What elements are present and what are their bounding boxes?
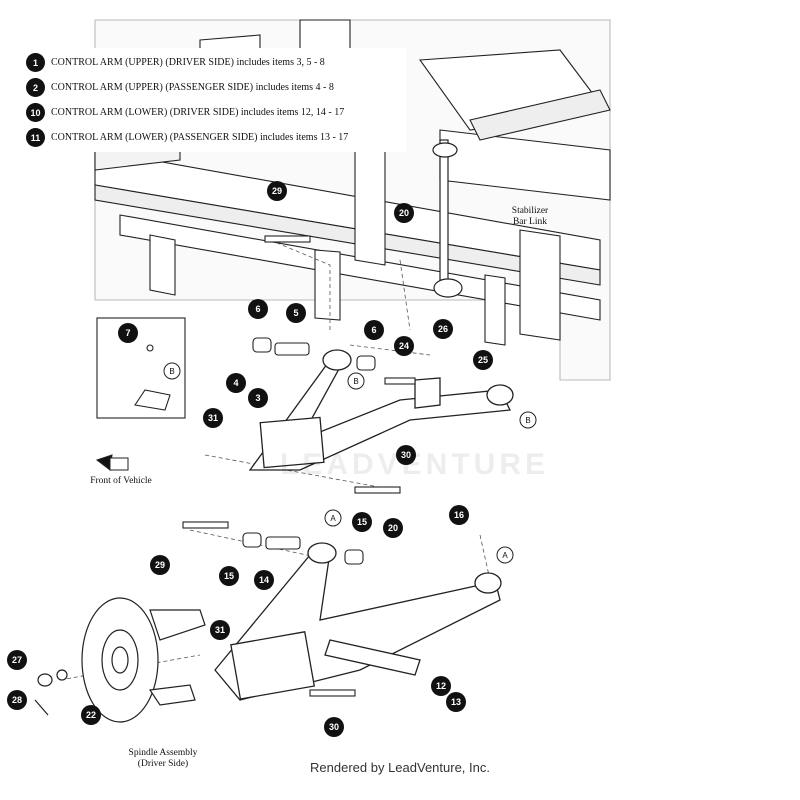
spindle-assembly-label: Spindle Assembly (Driver Side) — [128, 748, 198, 769]
svg-text:4: 4 — [233, 378, 238, 388]
svg-text:31: 31 — [215, 625, 225, 635]
svg-text:15: 15 — [224, 571, 234, 581]
callout-31: 31 — [203, 408, 223, 428]
svg-text:14: 14 — [259, 575, 269, 585]
svg-text:30: 30 — [401, 450, 411, 460]
svg-text:16: 16 — [454, 510, 464, 520]
callout-3: 3 — [248, 388, 268, 408]
legend-badge: 10 — [26, 103, 45, 122]
legend-row: 1 CONTROL ARM (UPPER) (DRIVER SIDE) incl… — [26, 50, 406, 75]
legend-row: 11 CONTROL ARM (LOWER) (PASSENGER SIDE) … — [26, 125, 406, 150]
watermark: LEADVENTURE — [280, 448, 550, 481]
svg-text:B: B — [353, 377, 358, 386]
callout-15b: 15 — [219, 566, 239, 586]
svg-text:22: 22 — [86, 710, 96, 720]
front-arrow — [95, 454, 129, 471]
callout-30b: 30 — [324, 717, 344, 737]
svg-text:3: 3 — [255, 393, 260, 403]
callout-22: 22 — [81, 705, 101, 725]
callout-4: 4 — [226, 373, 246, 393]
ref-b-inset: B — [163, 362, 181, 380]
ref-b-right: B — [519, 411, 537, 429]
front-of-vehicle-label: Front of Vehicle — [90, 476, 152, 486]
callout-7: 7 — [118, 323, 138, 343]
svg-text:31: 31 — [208, 413, 218, 423]
spindle-assembly — [34, 597, 206, 723]
callout-26: 26 — [433, 319, 453, 339]
callout-14: 14 — [254, 570, 274, 590]
callout-5: 5 — [286, 303, 306, 323]
callout-20b: 20 — [383, 518, 403, 538]
callout-29b: 29 — [150, 555, 170, 575]
callout-13: 13 — [446, 692, 466, 712]
svg-text:20: 20 — [399, 208, 409, 218]
svg-text:20: 20 — [388, 523, 398, 533]
svg-text:27: 27 — [12, 655, 22, 665]
stabilizer-bar-link-label: Stabilizer Bar Link — [511, 206, 549, 227]
legend-row: 2 CONTROL ARM (UPPER) (PASSENGER SIDE) i… — [26, 75, 406, 100]
legend-row: 10 CONTROL ARM (LOWER) (DRIVER SIDE) inc… — [26, 100, 406, 125]
ref-b-upper: B — [347, 372, 365, 390]
svg-text:B: B — [169, 367, 174, 376]
callout-16: 16 — [449, 505, 469, 525]
svg-text:6: 6 — [371, 325, 376, 335]
svg-text:28: 28 — [12, 695, 22, 705]
stabilizer-bar-link — [432, 139, 463, 298]
ref-a-right: A — [496, 546, 514, 564]
svg-text:13: 13 — [451, 697, 461, 707]
legend-badge: 11 — [26, 128, 45, 147]
lower-bushings — [182, 521, 364, 697]
reference-letters: B B B A A — [163, 362, 537, 564]
callouts: 29 20 6 5 6 24 26 25 7 4 3 31 30 16 29 1… — [7, 181, 493, 737]
callout-28: 28 — [7, 690, 27, 710]
legend-badge: 1 — [26, 53, 45, 72]
svg-text:7: 7 — [125, 328, 130, 338]
svg-text:15: 15 — [357, 517, 367, 527]
callout-20: 20 — [394, 203, 414, 223]
callout-25: 25 — [473, 350, 493, 370]
legend: 1 CONTROL ARM (UPPER) (DRIVER SIDE) incl… — [26, 48, 406, 152]
callout-24: 24 — [394, 336, 414, 356]
upper-bushings — [252, 235, 416, 494]
legend-text: CONTROL ARM (LOWER) (PASSENGER SIDE) inc… — [51, 132, 349, 143]
svg-text:A: A — [330, 514, 336, 523]
legend-badge: 2 — [26, 78, 45, 97]
svg-text:24: 24 — [399, 341, 409, 351]
ref-a-lower: A — [324, 509, 342, 527]
callout-31b: 31 — [210, 620, 230, 640]
svg-text:6: 6 — [255, 304, 260, 314]
svg-text:5: 5 — [293, 308, 298, 318]
callout-12: 12 — [431, 676, 451, 696]
lower-control-arm — [214, 542, 502, 701]
svg-text:29: 29 — [272, 186, 282, 196]
callout-29: 29 — [267, 181, 287, 201]
callout-6: 6 — [248, 299, 268, 319]
svg-text:26: 26 — [438, 324, 448, 334]
svg-text:25: 25 — [478, 355, 488, 365]
svg-text:B: B — [525, 416, 530, 425]
svg-text:12: 12 — [436, 681, 446, 691]
legend-text: CONTROL ARM (UPPER) (PASSENGER SIDE) inc… — [51, 82, 334, 93]
upper-control-arm — [248, 349, 514, 471]
svg-text:30: 30 — [329, 722, 339, 732]
callout-27: 27 — [7, 650, 27, 670]
callout-6b: 6 — [364, 320, 384, 340]
legend-text: CONTROL ARM (UPPER) (DRIVER SIDE) includ… — [51, 57, 325, 68]
svg-text:A: A — [502, 551, 508, 560]
rendered-by-credit: Rendered by LeadVenture, Inc. — [310, 760, 490, 775]
svg-text:29: 29 — [155, 560, 165, 570]
callout-15: 15 — [352, 512, 372, 532]
legend-text: CONTROL ARM (LOWER) (DRIVER SIDE) includ… — [51, 107, 345, 118]
callout-30: 30 — [396, 445, 416, 465]
